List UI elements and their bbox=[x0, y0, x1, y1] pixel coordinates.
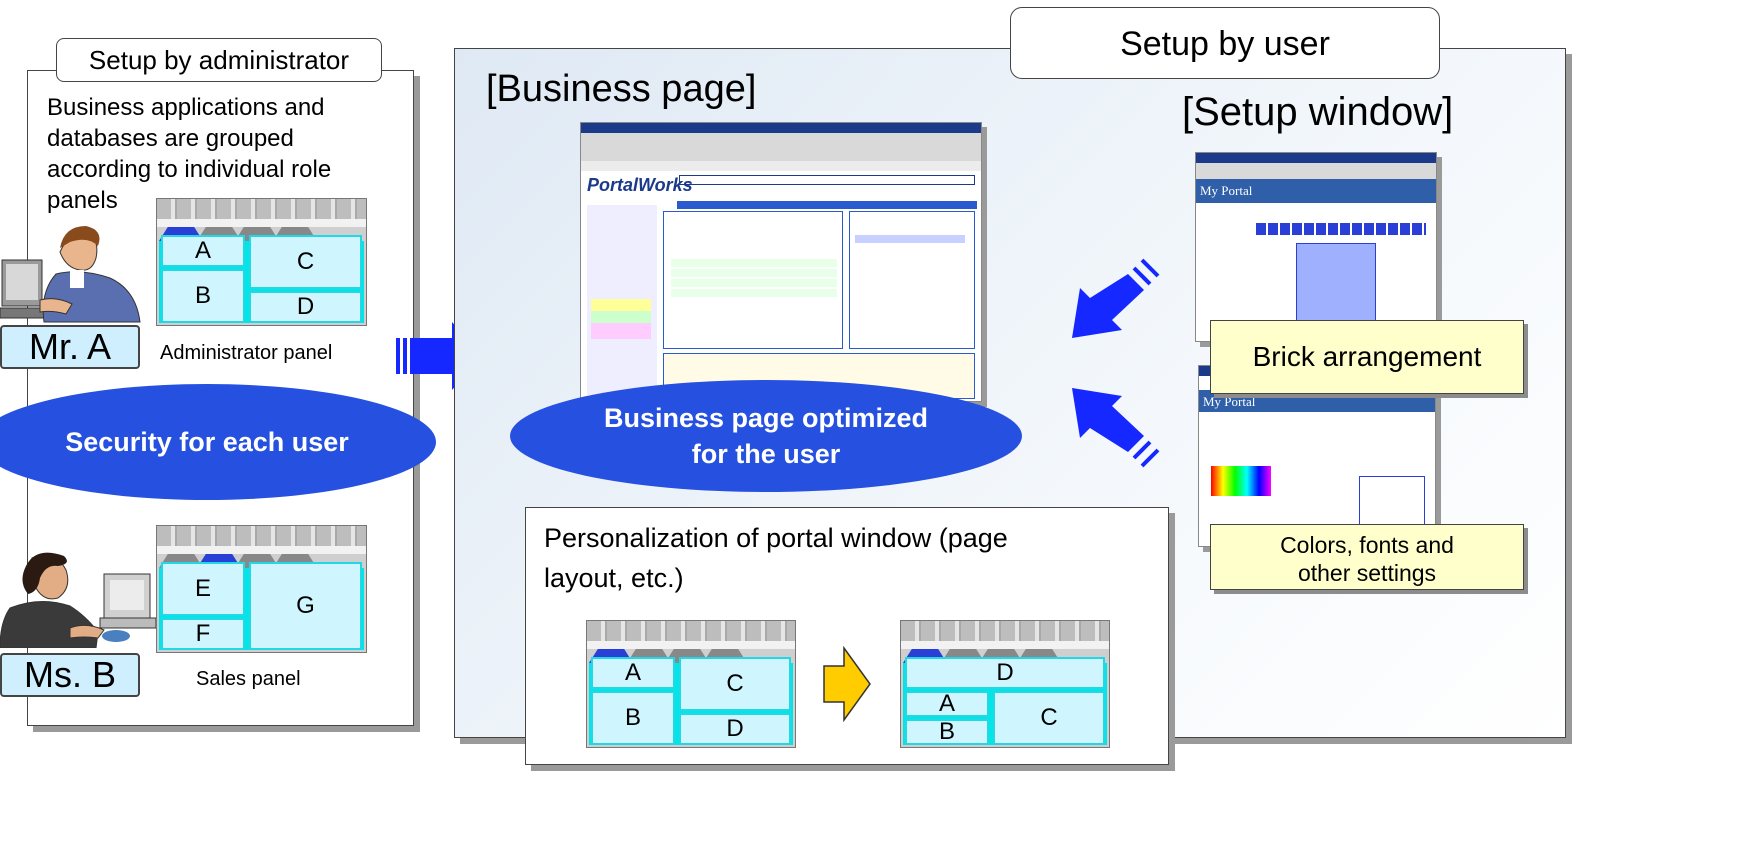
portal-logo: PortalWorks bbox=[587, 175, 693, 195]
window-title-bar bbox=[581, 123, 981, 133]
brick-c: C bbox=[993, 691, 1105, 745]
my-portal-header: My Portal bbox=[1199, 390, 1435, 412]
brick-f: F bbox=[161, 618, 245, 650]
my-portal-header: My Portal bbox=[1196, 179, 1436, 203]
brick-b: B bbox=[591, 691, 675, 745]
before-layout-window: A C B D bbox=[586, 620, 796, 748]
sales-panel-window: E G F bbox=[156, 525, 367, 653]
color-palette bbox=[1211, 466, 1271, 496]
left-arrow-icon bbox=[1072, 388, 1160, 468]
brick-b: B bbox=[161, 269, 245, 323]
toolbar bbox=[157, 526, 366, 546]
brick-a: A bbox=[161, 235, 245, 267]
toolbar bbox=[901, 621, 1109, 641]
address-bar bbox=[587, 641, 795, 649]
after-layout-window: D A B C bbox=[900, 620, 1110, 748]
browser-toolbar bbox=[581, 133, 981, 162]
admin-setup-tab-label: Setup by administrator bbox=[56, 38, 382, 82]
user-a-name-badge: Mr. A bbox=[0, 325, 140, 369]
brick-a: A bbox=[591, 657, 675, 689]
toolbar bbox=[157, 199, 366, 219]
window-title-bar bbox=[1196, 153, 1436, 163]
brick-c: C bbox=[679, 657, 791, 711]
brick-arrangement-note: Brick arrangement bbox=[1210, 320, 1524, 394]
brick-b: B bbox=[905, 718, 989, 745]
browser-address-bar bbox=[581, 161, 981, 171]
brick-g: G bbox=[249, 562, 362, 650]
colors-fonts-note: Colors, fonts and other settings bbox=[1210, 524, 1524, 590]
brick-c: C bbox=[249, 235, 362, 289]
brick-d: D bbox=[249, 291, 362, 323]
brick-grid bbox=[1256, 223, 1426, 235]
nav-tabs bbox=[677, 201, 977, 209]
administrator-panel-window: A C B D bbox=[156, 198, 367, 326]
woman-at-computer-icon bbox=[0, 552, 156, 648]
administrator-panel-caption: Administrator panel bbox=[160, 342, 333, 364]
business-page-label: [Business page] bbox=[486, 68, 757, 110]
business-page-screenshot: PortalWorks bbox=[580, 122, 982, 402]
brick-arrangement-area bbox=[1296, 243, 1376, 333]
brick-a: A bbox=[905, 690, 989, 717]
schedule-highlight bbox=[855, 235, 965, 243]
yellow-right-arrow-icon bbox=[823, 646, 871, 722]
brick-d: D bbox=[679, 713, 791, 745]
schedule-panel bbox=[849, 211, 975, 349]
user-b-name-badge: Ms. B bbox=[0, 653, 140, 697]
man-at-computer-icon bbox=[0, 226, 141, 323]
admin-description: Business applications and databases are … bbox=[47, 94, 332, 214]
content-table bbox=[671, 259, 837, 299]
search-strip bbox=[679, 175, 975, 185]
browser-toolbar bbox=[1196, 163, 1436, 180]
address-bar bbox=[901, 641, 1109, 649]
brick-d: D bbox=[905, 657, 1105, 689]
left-menu-colors bbox=[591, 299, 651, 339]
content-panel bbox=[663, 211, 843, 349]
left-arrow-icon bbox=[1072, 258, 1160, 338]
sales-panel-caption: Sales panel bbox=[196, 668, 301, 690]
setup-window-label: [Setup window] bbox=[1182, 90, 1454, 134]
personalization-title: Personalization of portal window (page l… bbox=[544, 523, 1008, 593]
brick-e: E bbox=[161, 562, 245, 616]
setup-window-screenshot-1: My Portal bbox=[1195, 152, 1437, 342]
address-bar bbox=[157, 219, 366, 227]
security-ellipse: Security for each user bbox=[0, 384, 436, 500]
toolbar bbox=[587, 621, 795, 641]
user-setup-tab-label: Setup by user bbox=[1010, 7, 1440, 79]
optimized-page-ellipse: Business page optimized for the user bbox=[510, 380, 1022, 492]
address-bar bbox=[157, 546, 366, 554]
